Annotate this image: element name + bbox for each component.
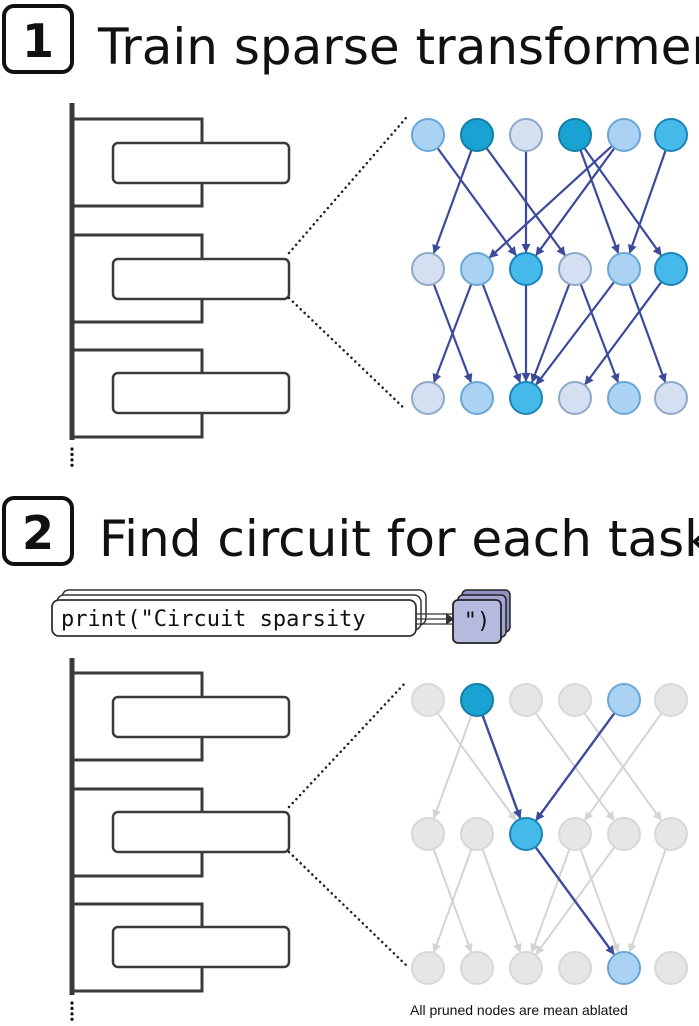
network-edge [535,712,616,822]
circuit-edges [481,712,616,956]
network-node [509,683,543,717]
step-2-number: 2 [22,506,54,560]
step-1-number-box [2,4,74,74]
network-edges [432,144,667,386]
layer-stack-1 [69,103,408,471]
network-node [558,683,592,717]
layer-block-2b [111,810,291,854]
layer-block-2c [111,925,291,969]
prompt-text: print("Circuit sparsity [61,607,366,632]
network-node [558,951,592,985]
prompt-card [51,599,417,637]
layer-block-1b [111,257,291,301]
network-edge [481,714,522,819]
prompt-arrow-head [446,613,454,625]
network-edge [579,283,620,383]
network-node [607,817,641,851]
step-2-number-box [2,496,74,566]
network-edge [628,848,667,953]
network-edge [432,283,473,383]
zoom-line-top [287,116,408,255]
output-token-text: ") [464,609,491,634]
network-node [607,951,641,985]
network-node [654,817,688,851]
layer-block-1a [111,141,291,185]
zoom-line-top [287,680,408,809]
network-node [654,118,688,152]
zoom-line-bottom [287,296,408,412]
pruned-edges [432,712,667,956]
network-edge [481,848,522,953]
network-edge [432,714,473,819]
network-node [509,252,543,286]
network-node [607,252,641,286]
network-node [558,118,592,152]
network-edge [584,712,663,821]
network-node [460,683,494,717]
network-node [607,683,641,717]
prompt-stack: print("Circuit sparsity ") [51,589,511,644]
network-edge [584,281,663,386]
network-nodes [411,118,688,415]
step-1-number: 1 [22,14,54,68]
network-node [558,817,592,851]
network-node [411,817,445,851]
network-edge [488,144,613,259]
network-node [654,683,688,717]
network-node [558,252,592,286]
zoom-line-bottom [287,850,408,967]
network-node [411,118,445,152]
network-node [654,951,688,985]
layer-block-1c [111,371,291,415]
network-nodes [411,683,688,985]
network-node [509,951,543,985]
network-edge [535,281,616,386]
ablation-note: All pruned nodes are mean ablated [410,1002,628,1018]
network-edge [432,149,473,254]
network-edge [530,283,571,383]
network-node [460,118,494,152]
network-node [607,381,641,415]
network-node [411,683,445,717]
layer-block-2a [111,695,291,739]
step-2-title: Find circuit for each task [99,510,699,568]
network-edge [530,848,571,953]
network-node [460,951,494,985]
network-node [411,951,445,985]
network-edge [628,283,667,383]
network-node [509,817,543,851]
network-edge [432,848,473,953]
network-edge [579,149,620,254]
output-token-card [452,599,502,644]
circuit-network [411,683,688,985]
sparse-network [411,118,688,415]
network-node [654,381,688,415]
network-node [460,817,494,851]
network-node [460,381,494,415]
network-node [509,118,543,152]
layer-stack-2 [69,658,408,1024]
network-node [654,252,688,286]
network-edge [436,147,517,257]
network-edge [628,149,667,254]
network-edge [534,846,615,956]
network-edge [535,147,616,257]
step-2-heading: 2 Find circuit for each task [2,496,699,568]
network-node [460,252,494,286]
network-edge [579,848,620,953]
network-edge [436,712,517,822]
network-node [411,381,445,415]
network-edge [481,283,522,383]
network-node [558,381,592,415]
step-1-title: Train sparse transformer [97,18,699,76]
network-node [411,252,445,286]
step-1-heading: 1 Train sparse transformer [2,4,699,76]
network-edge [583,147,662,256]
network-node [607,118,641,152]
network-node [509,381,543,415]
